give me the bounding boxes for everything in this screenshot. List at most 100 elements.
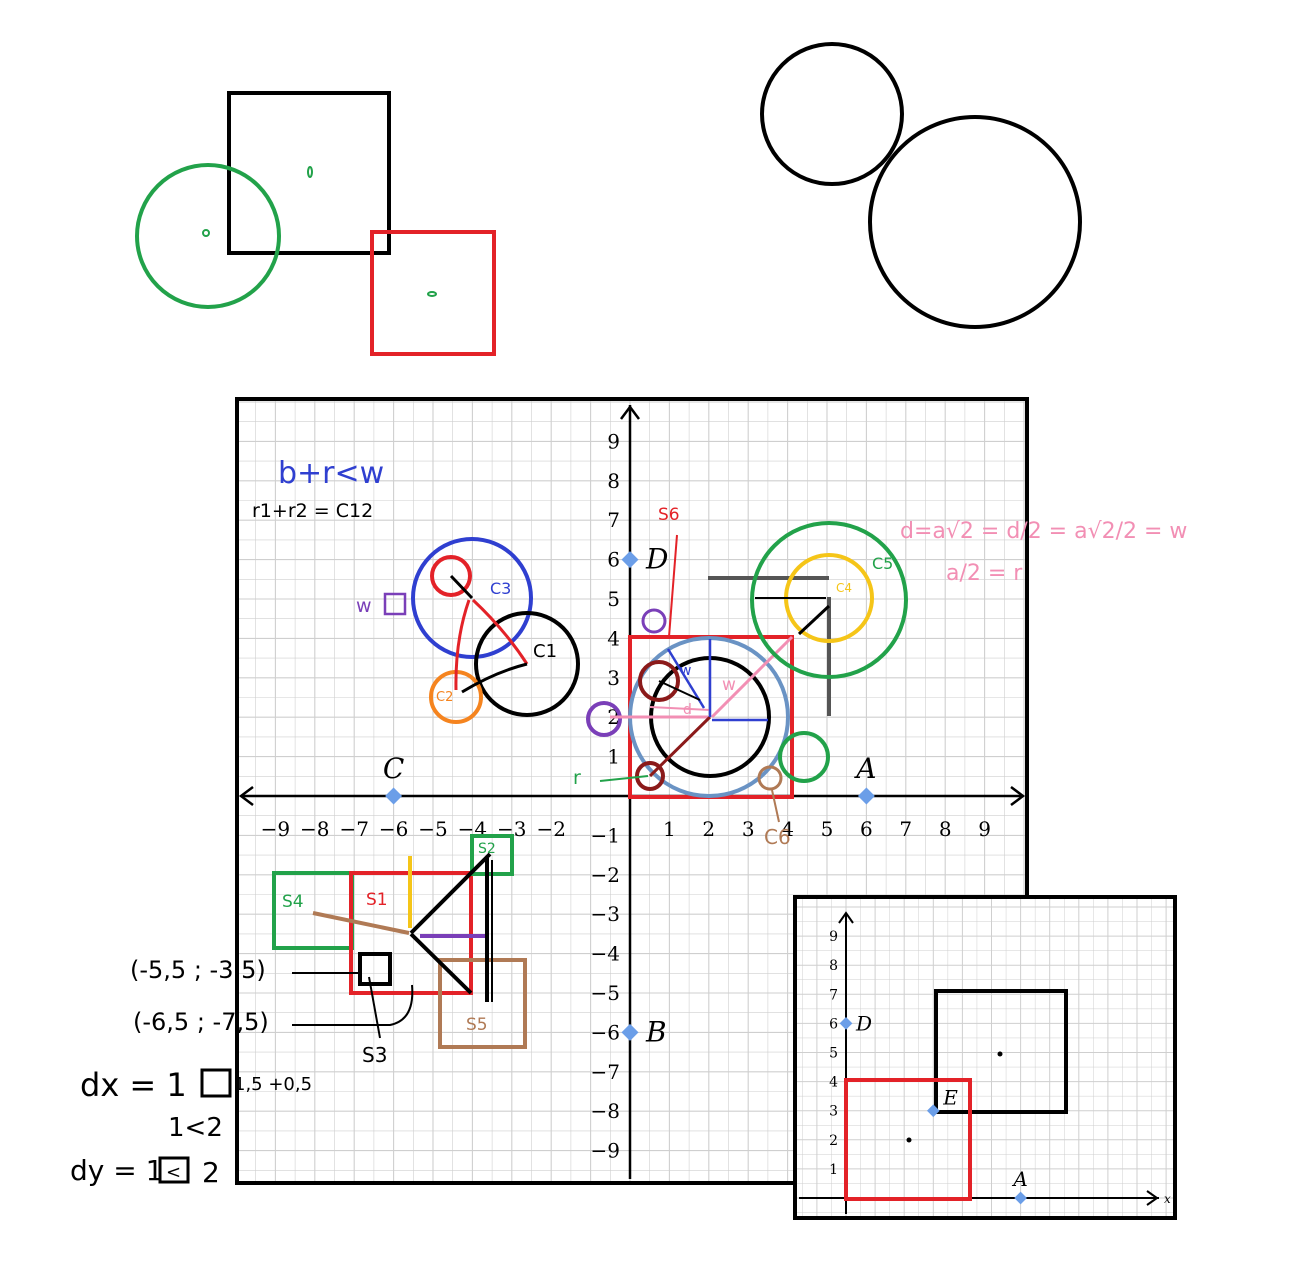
formula-pink-2: a/2 = r <box>946 561 1023 586</box>
y-tick-label: 1 <box>829 1162 838 1178</box>
label-d-pink: d <box>683 702 692 718</box>
y-tick-label: 1 <box>607 745 620 769</box>
dx-tail: 1,5 +0,5 <box>234 1074 312 1095</box>
circle-darkred-top <box>638 660 680 702</box>
main-graph-frame <box>235 397 1029 1185</box>
y-tick-label: −4 <box>591 942 620 966</box>
y-tick-label: −8 <box>591 1099 620 1123</box>
x-tick-label: −7 <box>339 817 368 841</box>
w-box <box>383 592 407 616</box>
dx-box <box>200 1068 232 1098</box>
darkred-radius <box>648 715 712 778</box>
y-tick-label: 5 <box>607 587 620 611</box>
coord-1: (-5,5 ; -3,5) <box>130 956 266 984</box>
inset-black-square <box>934 989 1068 1114</box>
label-c6: C6 <box>764 825 791 849</box>
x-axis-arrow <box>238 786 254 806</box>
coord-2: (-6,5 ; -7,5) <box>133 1008 269 1036</box>
x-tick-label: 8 <box>939 817 952 841</box>
y-tick-label: 6 <box>607 548 620 572</box>
label-c5: C5 <box>872 554 893 573</box>
red-link-line <box>454 599 471 691</box>
right-circle-cluster <box>750 521 908 679</box>
label-s2: S2 <box>478 841 496 857</box>
inset-grid-lines <box>797 899 1173 1216</box>
y-tick-label: −2 <box>591 863 620 887</box>
point-label: E <box>942 1086 958 1110</box>
y-tick-label: −6 <box>591 1020 620 1044</box>
red-square <box>370 230 496 356</box>
x-tick-label: −6 <box>379 817 408 841</box>
large-circle <box>868 115 1082 329</box>
point-marker <box>621 551 639 569</box>
r-pointer <box>599 775 649 782</box>
y-tick-label: 5 <box>829 1046 838 1062</box>
y-tick-label: 6 <box>829 1016 838 1032</box>
point-marker <box>385 787 403 805</box>
red-link-line <box>471 598 529 665</box>
formula-black: r1+r2 = C12 <box>252 500 373 522</box>
y-tick-label: −1 <box>591 823 620 847</box>
top-right-circles <box>760 42 1082 329</box>
dy-tail: 2 <box>202 1156 220 1189</box>
y-tick-label: −7 <box>591 1060 620 1084</box>
lower-left-squares <box>272 834 527 1049</box>
pink-half <box>649 706 711 711</box>
black-square <box>227 91 391 255</box>
point-marker <box>621 1023 639 1041</box>
c3-radius <box>449 574 474 600</box>
y-tick-label: 8 <box>607 469 620 493</box>
y-tick-label: 2 <box>829 1133 838 1149</box>
label-c1: C1 <box>533 641 557 662</box>
point-label: A <box>1011 1167 1027 1191</box>
green-center-dot <box>202 229 210 237</box>
x-tick-label: 4 <box>781 817 794 841</box>
circle-c1 <box>474 611 580 717</box>
x-tick-label: −9 <box>261 817 290 841</box>
x-axis-arrow <box>1146 1190 1159 1206</box>
circle-darkred-bottom <box>635 761 665 791</box>
x-tick-label: 3 <box>742 817 755 841</box>
point-label: D <box>855 1011 872 1035</box>
x-axis-arrow <box>1010 786 1026 806</box>
label-s5: S5 <box>466 1015 488 1035</box>
x-tick-label: −8 <box>300 817 329 841</box>
left-circle-cluster <box>383 537 580 724</box>
s6-pointer <box>668 534 678 638</box>
inset-center-dot <box>906 1137 912 1143</box>
x-tick-label: 5 <box>821 817 834 841</box>
label-s4: S4 <box>282 892 304 912</box>
y-tick-label: 8 <box>829 958 838 974</box>
y-tick-label: −3 <box>591 902 620 926</box>
formula-blue: b+r<w <box>278 456 384 491</box>
y-tick-label: −5 <box>591 981 620 1005</box>
black-link-line <box>461 662 528 694</box>
circle-c5 <box>750 521 908 679</box>
point-label: D <box>645 543 668 576</box>
s3-pointer <box>368 976 381 1039</box>
label-r: r <box>573 767 581 789</box>
central-cluster <box>586 534 831 823</box>
point-marker <box>857 787 875 805</box>
main-grid-lines <box>237 399 1027 1183</box>
circle-red-small <box>430 555 472 597</box>
inequality: 1<2 <box>168 1113 223 1143</box>
label-c3: C3 <box>490 579 511 598</box>
point-label: B <box>645 1015 667 1048</box>
c4-radius <box>797 604 831 636</box>
square-s3 <box>358 952 392 986</box>
y-tick-label: 3 <box>607 666 620 690</box>
circle-purple-top <box>641 608 667 634</box>
handwritten-notes: (-5,5 ; -3,5) (-6,5 ; -7,5) dx = 1 1,5 +… <box>70 956 312 1189</box>
circle-purple-left <box>586 701 622 737</box>
dy-box <box>158 1156 190 1184</box>
inset-background <box>795 897 1175 1218</box>
inset-red-square <box>844 1078 972 1201</box>
black-diag-lower <box>409 932 473 995</box>
label-w-box: w <box>356 595 372 617</box>
label-s1: S1 <box>366 890 388 910</box>
